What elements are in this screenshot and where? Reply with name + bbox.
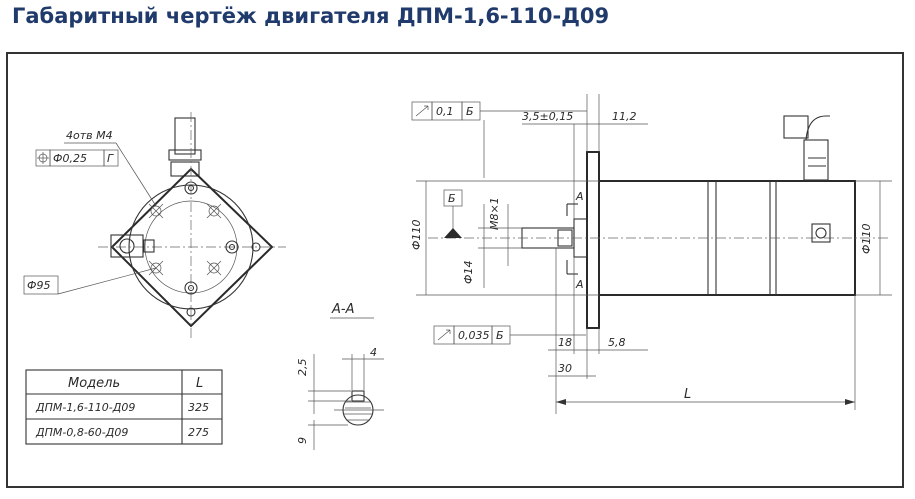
mounting-flange-outline [110, 167, 274, 328]
output-shaft [521, 227, 575, 249]
runout-top-value: 0,1 [436, 105, 454, 118]
runout-bottom-value: 0,035 [458, 329, 490, 342]
mount-hole-top-inner [187, 184, 195, 192]
table-row-1-model: ДПМ-1,6-110-Д09 [35, 401, 135, 414]
threaded-hole-lower-right [206, 260, 222, 276]
position-tol-value: Ф0,25 [53, 152, 87, 165]
threaded-hole-upper-left [148, 203, 164, 219]
motor-body [598, 180, 856, 296]
section-a-a: А-А 4 2,5 9 [296, 302, 384, 450]
runout-bottom-symbol [437, 329, 451, 341]
datum-b-label: Б [448, 192, 456, 205]
runout-bottom-datum: Б [496, 329, 504, 342]
dim-thread: М8×1 [488, 197, 501, 230]
section-hatching [344, 401, 372, 421]
section-mark-bottom: А [575, 278, 584, 291]
cable-elbow [805, 115, 830, 141]
diameter-leader [57, 267, 157, 295]
top-terminal-post [174, 117, 196, 155]
flange-hole-bottom [186, 307, 196, 317]
technical-drawing: 4отв М4 Ф0,25 Г Ф95 [23, 94, 892, 450]
flange-hole-right [251, 242, 261, 252]
table-row-1-l: 325 [188, 401, 209, 414]
mount-hole-right-inner [228, 243, 236, 251]
top-terminal-nut [168, 149, 202, 161]
mount-hole-right [225, 240, 239, 254]
runout-top-symbol [415, 105, 429, 117]
diameter-label: Ф95 [27, 279, 50, 292]
datum-b-triangle [444, 228, 462, 238]
mount-hole-bottom-inner [187, 284, 195, 292]
dim-right-diameter: Ф110 [860, 224, 873, 254]
section-dim-25: 2,5 [296, 359, 309, 377]
ground-terminal-screw [815, 227, 827, 239]
dim-body-diameter: Ф110 [410, 220, 423, 250]
mounting-flange [586, 151, 600, 329]
table-row-2-l: 275 [188, 426, 209, 439]
dim-18: 18 [558, 336, 572, 349]
table-outline [25, 369, 223, 445]
table-header-l: L [196, 376, 203, 391]
dim-30: 30 [558, 362, 572, 375]
keyway [351, 390, 365, 402]
side-view: 0,1 Б 3,5±0,15 11,2 Ф110 Б [410, 94, 892, 414]
cable-gland [803, 139, 829, 181]
diameter-label-box [23, 275, 59, 295]
runout-top-datum: Б [466, 105, 474, 118]
mount-hole-bottom [184, 281, 198, 295]
section-dim-4: 4 [370, 346, 377, 359]
dim-5-8: 5,8 [608, 336, 626, 349]
gland-rings [808, 157, 826, 167]
position-tol-datum: Г [107, 152, 114, 165]
dim-l: L [684, 387, 691, 402]
left-terminal-screw [119, 238, 135, 254]
dim-shaft-length: 3,5±0,15 [522, 110, 573, 123]
table-row-2-model: ДПМ-0,8-60-Д09 [35, 426, 128, 439]
ground-terminal [811, 223, 831, 243]
left-terminal [110, 234, 144, 258]
front-view: 4отв М4 Ф0,25 Г Ф95 [23, 112, 286, 340]
cable-connector [783, 115, 809, 139]
section-dim-9: 9 [296, 437, 309, 444]
position-tol-datum-box [103, 149, 119, 167]
drawing-title: Габаритный чертёж двигателя ДПМ-1,6-110-… [12, 4, 610, 28]
table-header-model: Модель [68, 376, 120, 391]
mount-hole-top [184, 181, 198, 195]
threaded-hole-upper-right [206, 203, 222, 219]
model-table: Модель L ДПМ-1,6-110-Д09 325 ДПМ-0,8-60-… [25, 369, 223, 445]
section-label: А-А [331, 302, 354, 317]
holes-leader [115, 142, 157, 207]
left-terminal-nut [143, 239, 155, 253]
section-mark-top: А [575, 190, 584, 203]
dim-flange-thickness: 11,2 [612, 110, 637, 123]
holes-label: 4отв М4 [66, 129, 113, 142]
drawing-sheet: 4отв М4 Ф0,25 Г Ф95 [6, 52, 904, 488]
dim-shaft-diameter: Ф14 [462, 261, 475, 284]
